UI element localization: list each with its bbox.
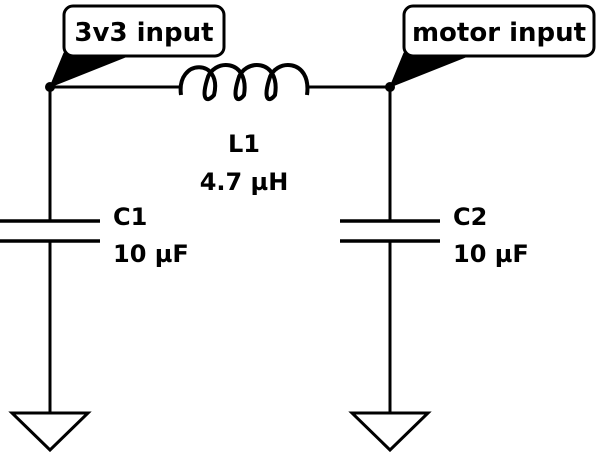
capacitor-c1-ref: C1 xyxy=(113,203,147,231)
net-label-right-box xyxy=(402,4,596,58)
ground-right-symbol xyxy=(348,411,432,453)
capacitor-c2-value: 10 µF xyxy=(453,240,529,268)
net-label-left-box xyxy=(62,4,226,58)
ground-left-symbol xyxy=(8,411,92,453)
inductor-l1-ref: L1 xyxy=(228,130,260,158)
inductor-l1-symbol xyxy=(178,63,310,102)
net-label-right: motor input xyxy=(412,18,586,48)
net-label-left: 3v3 input xyxy=(74,18,213,48)
capacitor-c1-value: 10 µF xyxy=(113,240,189,268)
net-label-right-pointer xyxy=(389,52,469,88)
inductor-l1-value: 4.7 µH xyxy=(200,168,289,196)
net-label-left-pointer xyxy=(49,52,129,88)
capacitor-c2-ref: C2 xyxy=(453,203,487,231)
